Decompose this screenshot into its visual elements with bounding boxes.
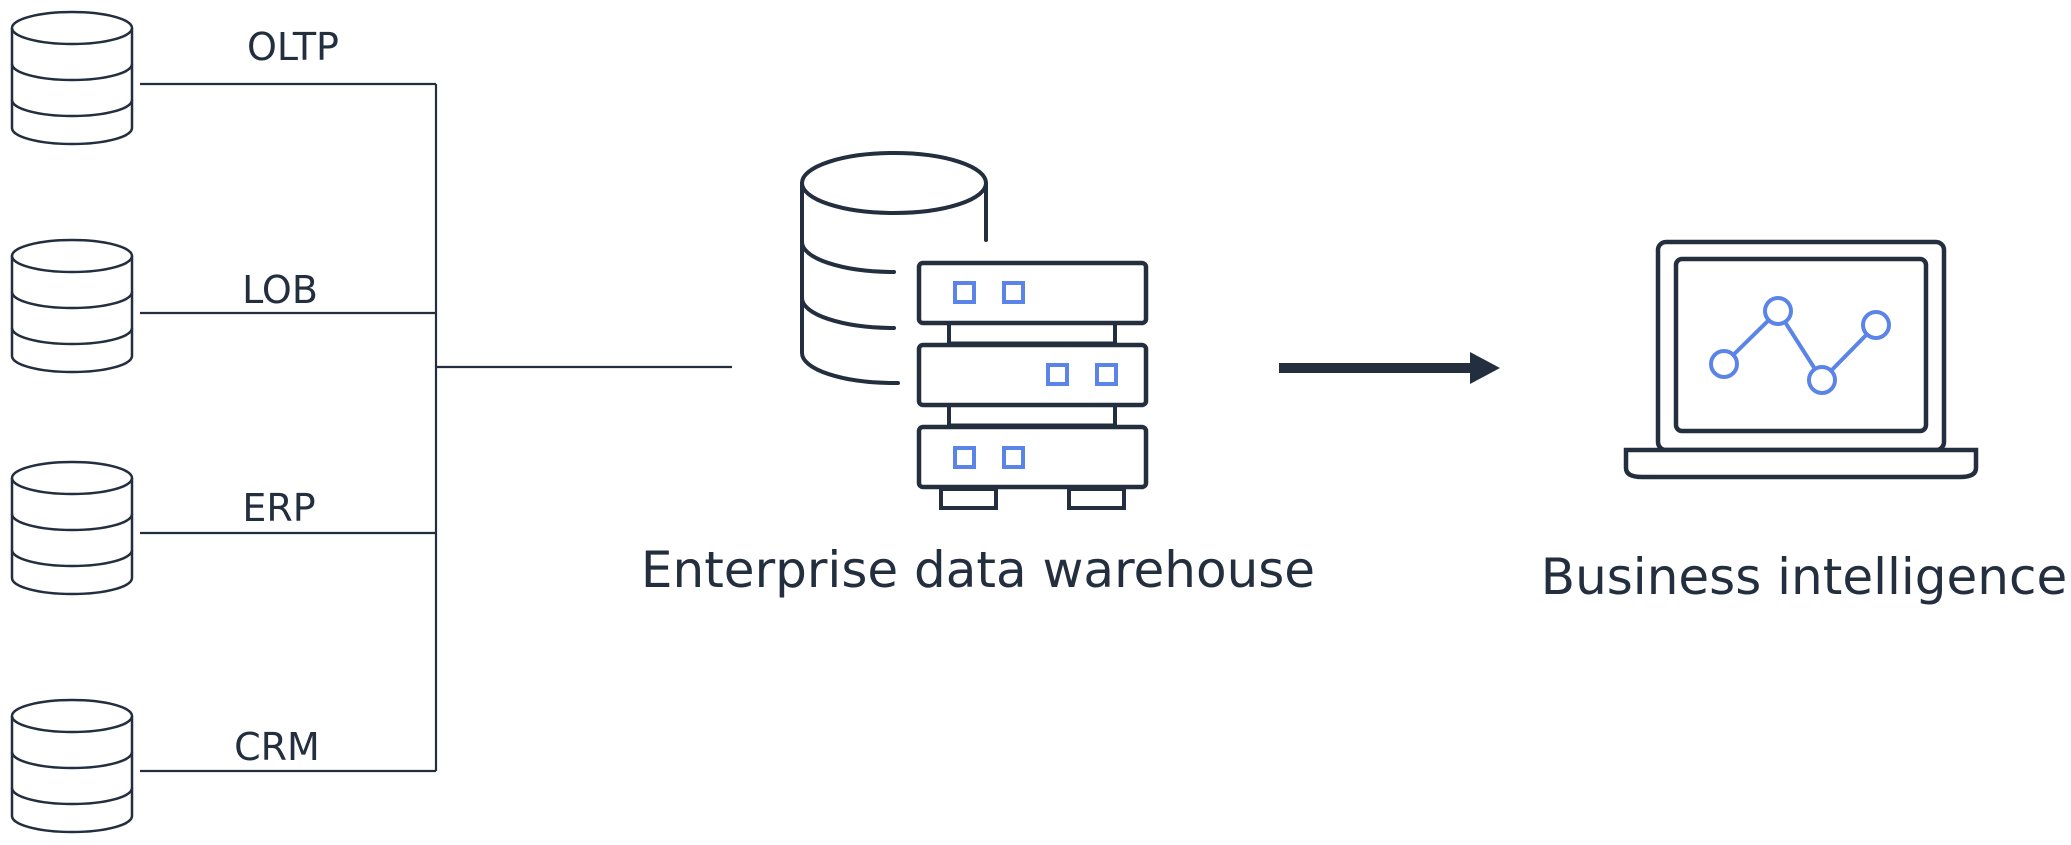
source-label-erp: ERP [242, 486, 315, 530]
source-label-lob: LOB [242, 268, 318, 312]
database-icon [10, 10, 134, 146]
warehouse-label: Enterprise data warehouse [641, 541, 1315, 599]
source-label-oltp: OLTP [247, 25, 339, 69]
line-chart-icon [1709, 296, 1891, 395]
business-intelligence-label: Business intelligence [1541, 548, 2067, 606]
database-icon [10, 238, 134, 374]
data-warehouse-icon [800, 151, 1149, 510]
database-icon [10, 460, 134, 596]
laptop-chart-icon [1623, 239, 1979, 480]
server-unit [916, 342, 1149, 408]
source-label-crm: CRM [234, 725, 320, 769]
source-lob: LOB [10, 238, 318, 374]
source-erp: ERP [10, 460, 316, 596]
server-unit [916, 424, 1149, 490]
flow-arrow-icon [1279, 352, 1500, 384]
source-oltp: OLTP [10, 10, 339, 146]
database-icon [10, 698, 134, 834]
source-connectors [140, 82, 732, 773]
server-unit [916, 260, 1149, 326]
source-crm: CRM [10, 698, 320, 834]
laptop-base [1623, 447, 1979, 480]
